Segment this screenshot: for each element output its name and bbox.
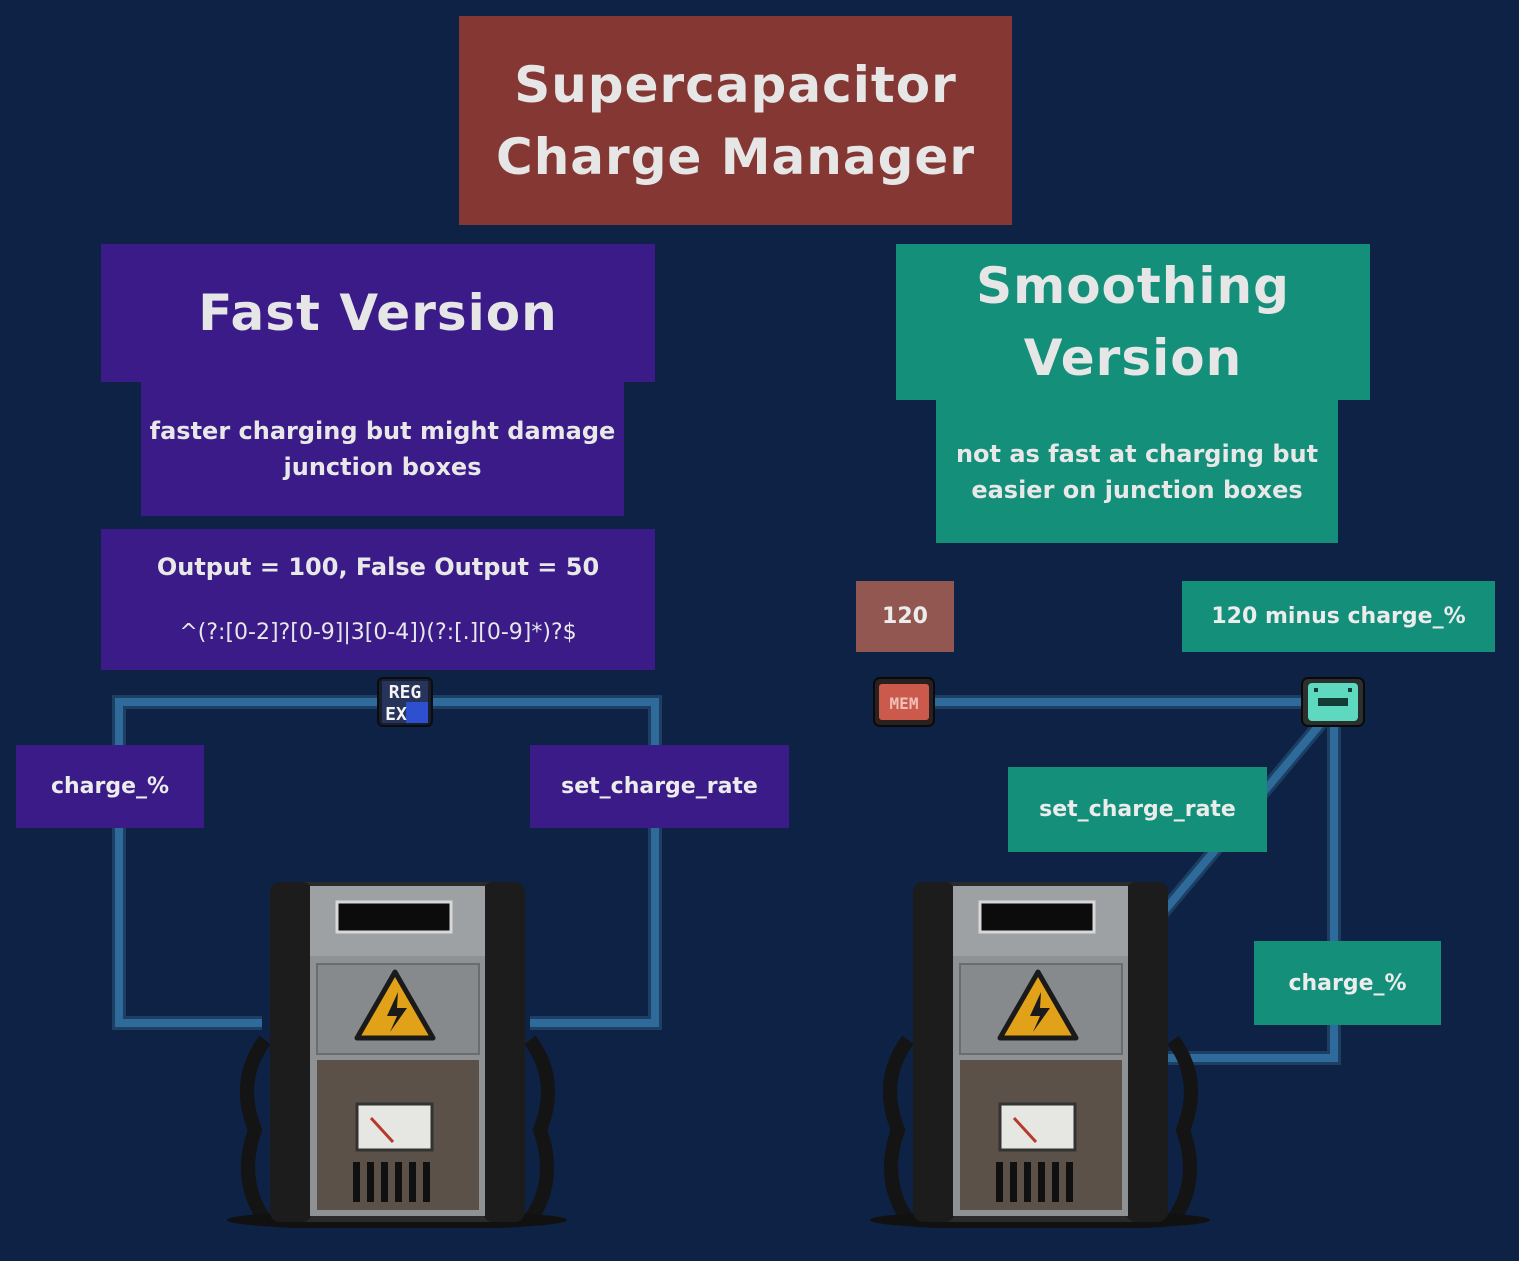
smooth-label-charge-text: charge_% (1288, 970, 1407, 996)
fast-config-panel: Output = 100, False Output = 50 ^(?:[0-2… (101, 529, 655, 670)
memory-label: MEM (890, 694, 919, 713)
fast-label-rate: set_charge_rate (530, 745, 789, 828)
fast-config-regex: ^(?:[0-2]?[0-9]|3[0-4])(?:[.][0-9]*)?$ (179, 619, 577, 645)
smooth-heading-line-1: Smoothing (976, 257, 1290, 315)
smooth-mem-value-panel: 120 (856, 581, 954, 652)
fast-desc-line-2: junction boxes (283, 453, 482, 481)
regex-component-icon[interactable]: REG EX (376, 676, 434, 728)
supercapacitor-right-icon[interactable] (868, 880, 1213, 1230)
fast-label-rate-text: set_charge_rate (561, 774, 758, 799)
smooth-mem-value: 120 (882, 604, 928, 629)
smooth-subtract-label-panel: 120 minus charge_% (1182, 581, 1495, 652)
memory-component-icon[interactable]: MEM (872, 676, 936, 728)
smooth-description-panel: not as fast at charging but easier on ju… (936, 400, 1338, 543)
smooth-desc-line-1: not as fast at charging but (955, 439, 1319, 468)
smooth-desc-line-2: easier on junction boxes (971, 475, 1303, 504)
subtract-component-icon[interactable] (1300, 676, 1366, 728)
smooth-label-rate-text: set_charge_rate (1039, 797, 1236, 822)
title-panel: Supercapacitor Charge Manager (459, 16, 1012, 225)
regex-label-1: REG (389, 682, 422, 703)
fast-description-panel: faster charging but might damage junctio… (141, 382, 624, 516)
smooth-subtract-label: 120 minus charge_% (1211, 604, 1466, 629)
smooth-label-rate: set_charge_rate (1008, 767, 1267, 852)
fast-label-charge-text: charge_% (50, 774, 170, 799)
fast-heading: Fast Version (198, 284, 558, 342)
smooth-heading-line-2: Version (1023, 329, 1243, 387)
smooth-label-charge: charge_% (1254, 941, 1441, 1025)
title-line-2: Charge Manager (496, 127, 975, 186)
fast-heading-panel: Fast Version (101, 244, 655, 382)
supercapacitor-left-icon[interactable] (225, 880, 570, 1230)
fast-desc-line-1: faster charging but might damage (149, 417, 616, 445)
title-line-1: Supercapacitor (514, 55, 957, 114)
fast-config-output: Output = 100, False Output = 50 (156, 552, 600, 581)
fast-label-charge: charge_% (16, 745, 204, 828)
smooth-heading-panel: Smoothing Version (896, 244, 1370, 400)
regex-label-2: EX (385, 704, 407, 725)
